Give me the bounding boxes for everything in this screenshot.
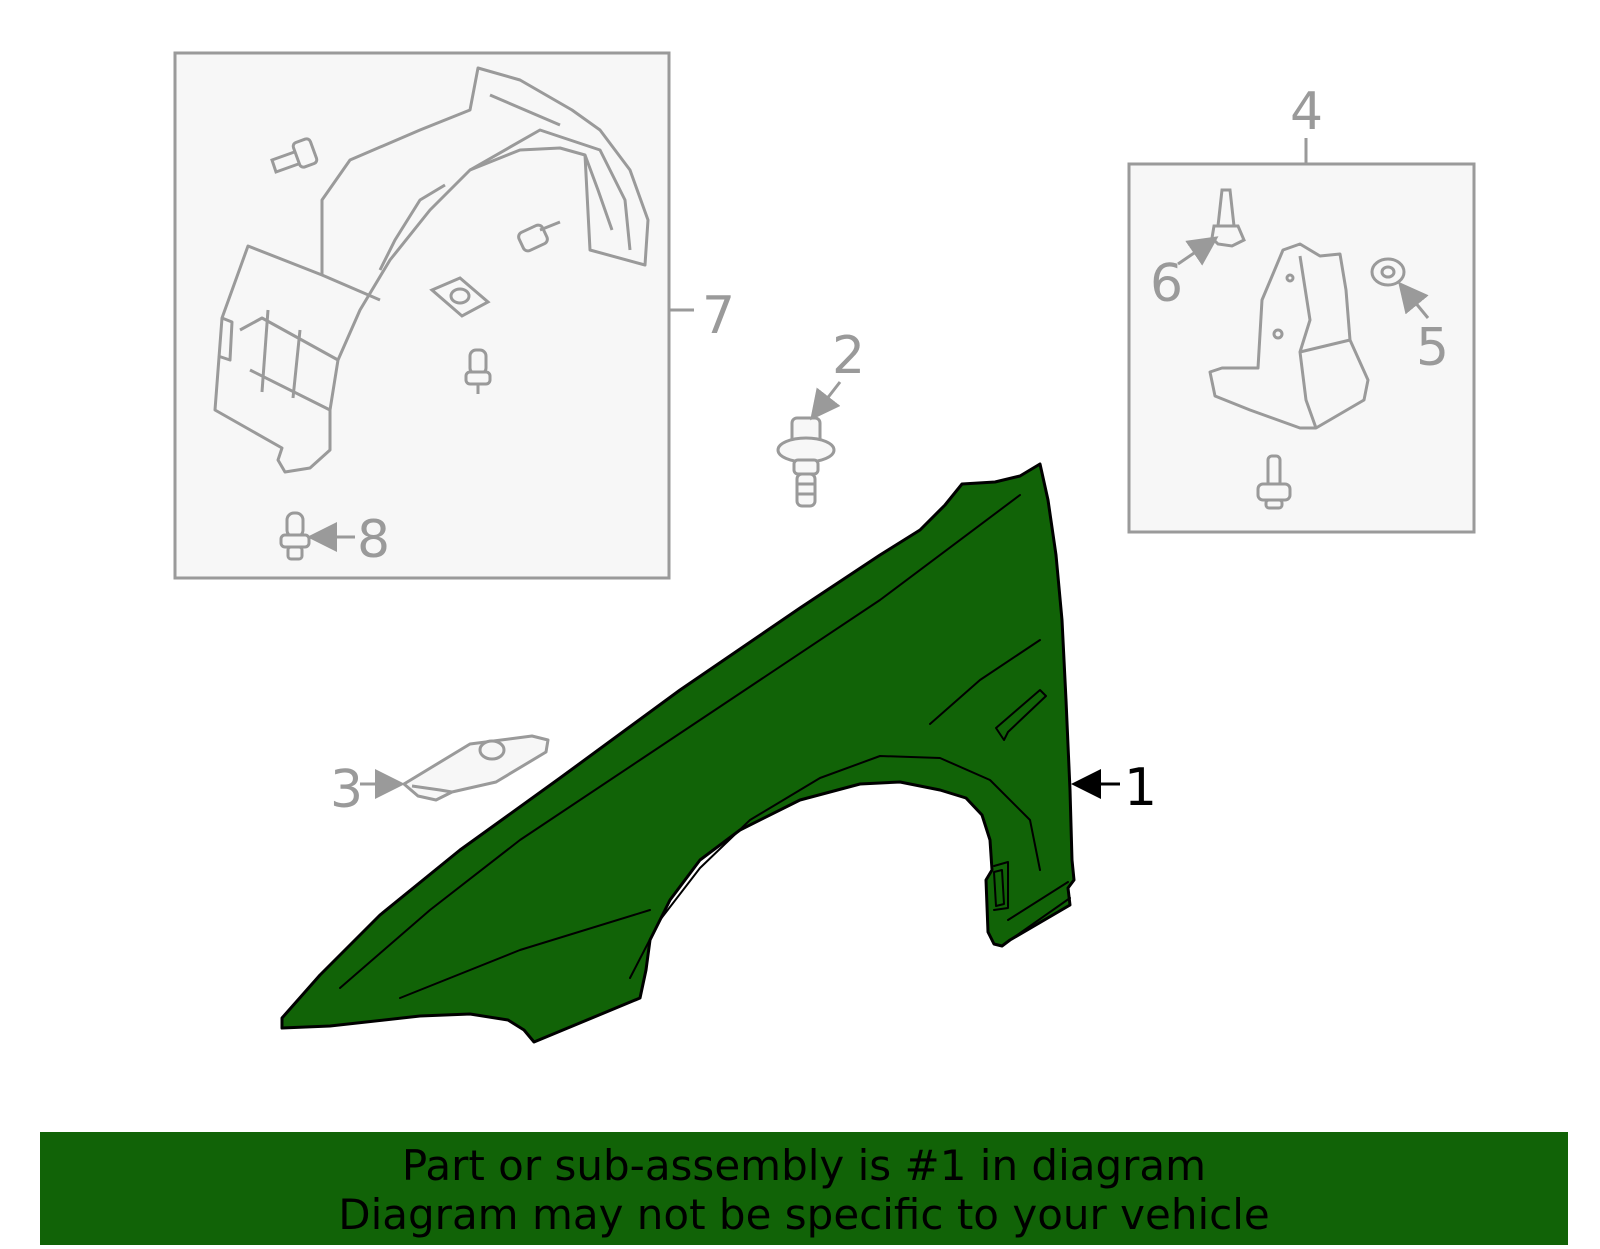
clip-6 bbox=[1210, 188, 1246, 248]
liner-push-pin bbox=[464, 348, 492, 394]
callout-2-arrow bbox=[810, 381, 842, 421]
callout-6-number: 6 bbox=[1150, 254, 1184, 314]
fender-part-1 bbox=[280, 462, 1076, 1044]
callout-3-number: 3 bbox=[330, 760, 364, 820]
liner-clip-nut bbox=[429, 276, 491, 318]
fender-liner-part bbox=[213, 66, 650, 474]
callout-1-number: 1 bbox=[1124, 758, 1158, 818]
bolt-2 bbox=[776, 416, 836, 508]
mud-guard-part bbox=[1208, 242, 1370, 430]
mudguard-screw bbox=[1256, 454, 1292, 510]
bracket-3 bbox=[402, 734, 550, 802]
push-pin-8 bbox=[279, 511, 311, 561]
callout-5-arrow bbox=[1398, 281, 1430, 319]
callout-6-arrow bbox=[1177, 236, 1219, 266]
callout-8-number: 8 bbox=[357, 510, 391, 570]
grommet-5 bbox=[1370, 257, 1406, 287]
banner-line-2: Diagram may not be specific to your vehi… bbox=[338, 1190, 1270, 1239]
banner-line-1: Part or sub-assembly is #1 in diagram bbox=[401, 1141, 1207, 1190]
callout-7-number: 7 bbox=[702, 286, 736, 346]
liner-fastener-1 bbox=[270, 137, 319, 174]
callout-2-number: 2 bbox=[832, 326, 866, 386]
info-banner: Part or sub-assembly is #1 in diagram Di… bbox=[40, 1132, 1568, 1245]
callout-4-number: 4 bbox=[1290, 82, 1324, 142]
liner-fastener-2 bbox=[517, 220, 561, 253]
callout-5-number: 5 bbox=[1416, 318, 1450, 378]
